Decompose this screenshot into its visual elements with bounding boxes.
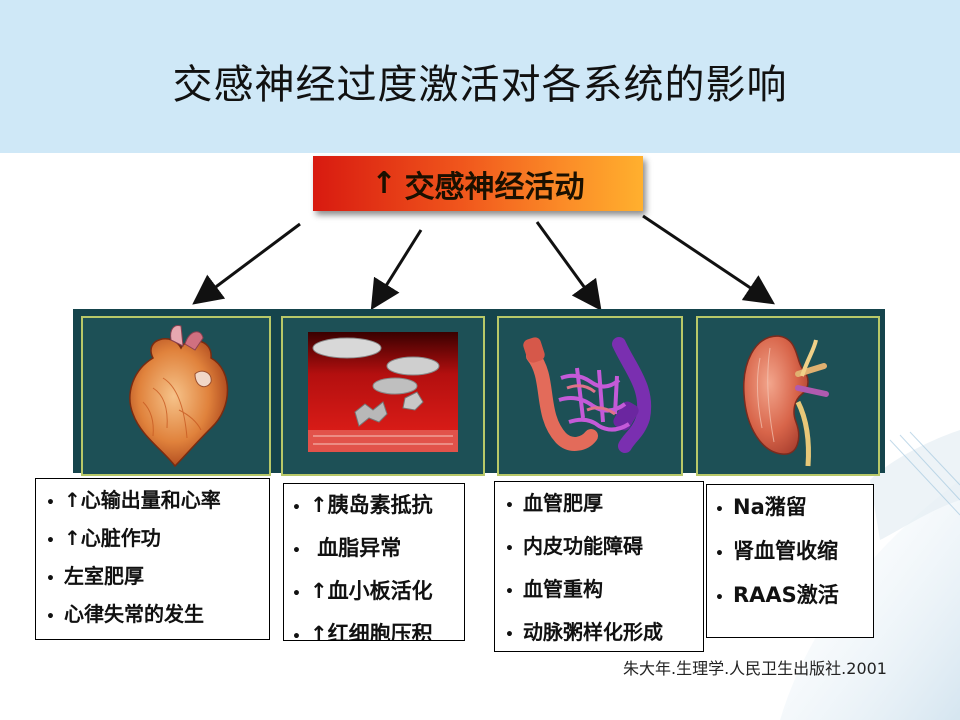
vascular-effects-list: •血管肥厚 •内皮功能障碍 •血管重构 •动脉粥样化形成 [505,482,703,654]
list-item: •内皮功能障碍 [505,534,643,558]
kidney-image [743,335,829,467]
banner-label: 交感神经活动 [404,169,585,205]
arrow-to-blood [370,229,423,311]
list-item: •↑心输出量和心率 [46,488,221,512]
heart-image [129,325,229,468]
up-arrow-icon: ↑ [371,166,397,201]
list-item: •肾血管收缩 [715,539,838,563]
citation: 朱大年.生理学.人民卫生出版社.2001 [623,659,887,678]
renal-effects-list: •Na潴留 •肾血管收缩 •RAAS激活 [715,485,873,617]
slide-title: 交感神经过度激活对各系统的影响 [172,62,788,108]
metabolic-effects-list: •↑胰岛素抵抗 • 血脂异常 •↑血小板活化 •↑红细胞压积 [292,484,464,641]
heart-effects-box: •↑心输出量和心率 •↑心脏作功 •左室肥厚 •心律失常的发生 [35,478,270,640]
blood-vessels-image [523,337,652,453]
list-item: •动脉粥样化形成 [505,620,663,644]
arrow-to-kidney [642,214,775,305]
title-band [0,0,960,153]
blood-platelets-image [308,332,458,452]
blood-panel [281,316,485,476]
list-item: •↑心脏作功 [46,526,161,550]
vessels-panel [497,316,683,476]
list-item: •左室肥厚 [46,564,144,588]
metabolic-effects-box: •↑胰岛素抵抗 • 血脂异常 •↑血小板活化 •↑红细胞压积 [283,483,465,641]
sympathetic-activity-banner: ↑ 交感神经活动 [313,156,643,211]
heart-panel [81,316,271,476]
heart-effects-list: •↑心输出量和心率 •↑心脏作功 •左室肥厚 •心律失常的发生 [46,481,269,633]
list-item: •血管肥厚 [505,491,603,515]
arrow-to-heart [192,222,301,305]
list-item: •心律失常的发生 [46,602,204,626]
list-item: • 血脂异常 [292,536,402,560]
list-item: •↑红细胞压积 [292,622,433,641]
vascular-effects-box: •血管肥厚 •内皮功能障碍 •血管重构 •动脉粥样化形成 [494,481,704,652]
list-item: •↑血小板活化 [292,579,433,603]
arrow-to-vessels [535,221,602,311]
list-item: •↑胰岛素抵抗 [292,493,433,517]
list-item: •血管重构 [505,577,603,601]
list-item: •RAAS激活 [715,583,839,607]
kidney-panel [696,316,880,476]
list-item: •Na潴留 [715,495,807,519]
renal-effects-box: •Na潴留 •肾血管收缩 •RAAS激活 [706,484,874,638]
